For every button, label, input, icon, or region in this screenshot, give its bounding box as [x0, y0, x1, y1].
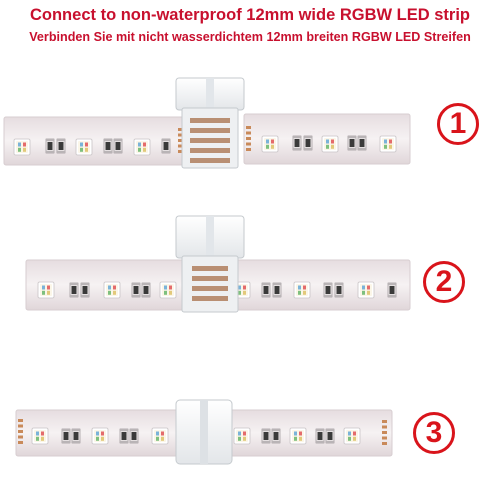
- step-badge-2: 2: [423, 261, 465, 303]
- step-badge-3: 3: [413, 412, 455, 454]
- headline: Connect to non-waterproof 12mm wide RGBW…: [29, 6, 470, 24]
- strip-right-1: [243, 113, 411, 165]
- connector-2: [175, 215, 245, 313]
- connector-3: [175, 399, 233, 465]
- step-badge-1: 1: [437, 103, 479, 145]
- strip-left-1: [3, 116, 187, 166]
- connector-1: [175, 77, 245, 169]
- subheadline: Verbinden Sie mit nicht wasserdichtem 12…: [29, 30, 471, 44]
